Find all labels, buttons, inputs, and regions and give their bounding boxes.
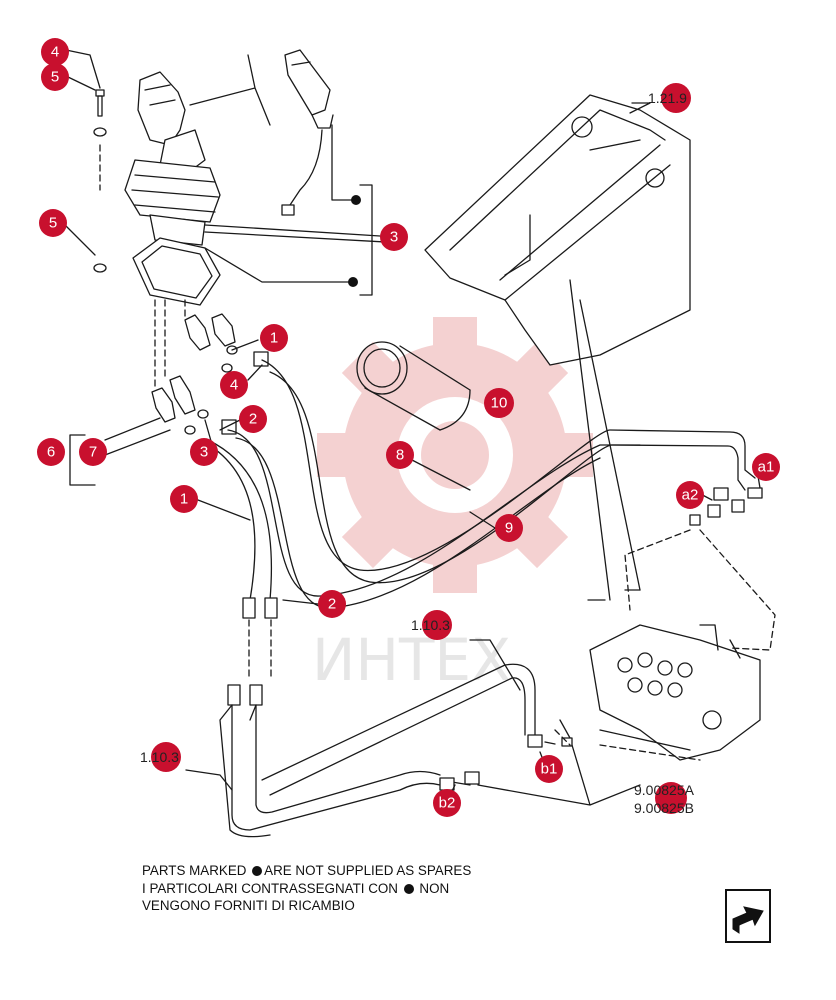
svg-text:1.10.3: 1.10.3	[411, 617, 450, 633]
loader-frame	[424, 94, 691, 601]
ref-circle-1-10-3-left	[151, 742, 181, 772]
callout-b1[interactable]: b1	[535, 755, 563, 783]
control-valve-block	[544, 624, 761, 761]
svg-text:a1: a1	[758, 459, 775, 476]
ref-circle-9-00825	[655, 782, 687, 814]
callout-2-upper[interactable]: 2	[239, 405, 267, 433]
svg-text:4: 4	[51, 44, 59, 61]
callout-5-lower[interactable]: 5	[39, 209, 67, 237]
ref-circle-1-21-9	[661, 83, 691, 113]
callout-1-upper[interactable]: 1	[260, 324, 288, 352]
svg-text:9.00825B: 9.00825B	[634, 800, 694, 816]
joystick-assembly	[124, 71, 221, 306]
svg-text:b1: b1	[541, 761, 558, 778]
svg-text:10: 10	[491, 395, 508, 412]
bolt-and-washers	[93, 89, 107, 273]
valve-port-fittings	[554, 487, 776, 761]
callout-5-top[interactable]: 5	[41, 63, 69, 91]
svg-text:8: 8	[396, 447, 404, 464]
b-port-fittings	[439, 771, 480, 791]
svg-text:9: 9	[505, 520, 513, 537]
callout-6[interactable]: 6	[37, 438, 65, 466]
svg-text:1.21.9: 1.21.9	[648, 90, 687, 106]
svg-text:1: 1	[270, 330, 278, 347]
black-dot-icon	[252, 866, 263, 876]
svg-text:5: 5	[51, 69, 59, 86]
note-line-3: VENGONO FORNITI DI RICAMBIO	[142, 898, 355, 913]
callout-4-fitting[interactable]: 4	[220, 371, 248, 399]
joystick-handle-wired	[281, 49, 334, 216]
svg-text:2: 2	[249, 411, 257, 428]
callout-a1[interactable]: a1	[752, 453, 780, 481]
black-dot-icon	[403, 883, 414, 894]
not-supplied-marker	[351, 195, 361, 205]
note-line-1: PARTS MARKED ARE NOT SUPPLIED AS SPARES	[142, 863, 472, 878]
ref-9-00825b[interactable]: 9.00825B	[634, 800, 694, 816]
ref-9-00825a[interactable]: 9.00825A	[634, 782, 695, 798]
svg-text:1: 1	[180, 491, 188, 508]
callout-9[interactable]: 9	[495, 514, 523, 542]
ref-1-10-3-left[interactable]: 1.10.3	[140, 749, 179, 765]
svg-text:a2: a2	[682, 487, 699, 504]
svg-text:7: 7	[89, 444, 97, 461]
svg-text:3: 3	[390, 229, 398, 246]
callout-7[interactable]: 7	[79, 438, 107, 466]
svg-text:5: 5	[49, 215, 57, 232]
callout-3-fitting[interactable]: 3	[190, 438, 218, 466]
callout-b2[interactable]: b2	[433, 789, 461, 817]
callout-10-sleeve[interactable]: 10	[484, 388, 514, 418]
callout-4-top[interactable]: 4	[41, 38, 69, 66]
svg-text:4: 4	[230, 377, 238, 394]
ref-1-10-3-top[interactable]: 1.10.3	[411, 617, 450, 633]
svg-text:b2: b2	[439, 795, 456, 812]
svg-text:3: 3	[200, 444, 208, 461]
callout-1-lower[interactable]: 1	[170, 485, 198, 513]
note-line-2: I PARTICOLARI CONTRASSEGNATI CON NON	[142, 880, 450, 896]
callout-a2[interactable]: a2	[676, 481, 704, 509]
callout-3-joystick[interactable]: 3	[380, 223, 408, 251]
svg-text:9.00825A: 9.00825A	[634, 782, 695, 798]
ref-circle-1-10-3-top	[422, 610, 452, 640]
ref-1-21-9[interactable]: 1.21.9	[648, 90, 687, 106]
arrow-next-page-icon[interactable]	[725, 889, 771, 943]
svg-text:2: 2	[328, 596, 336, 613]
not-supplied-marker	[348, 277, 358, 287]
callout-2-lower[interactable]: 2	[318, 590, 346, 618]
protective-sleeve	[356, 341, 471, 431]
callout-8[interactable]: 8	[386, 441, 414, 469]
watermark-text: ИНТЕХ	[312, 626, 511, 694]
spares-note: PARTS MARKED ARE NOT SUPPLIED AS SPARES …	[142, 862, 471, 915]
svg-text:6: 6	[47, 444, 55, 461]
svg-text:1.10.3: 1.10.3	[140, 749, 179, 765]
